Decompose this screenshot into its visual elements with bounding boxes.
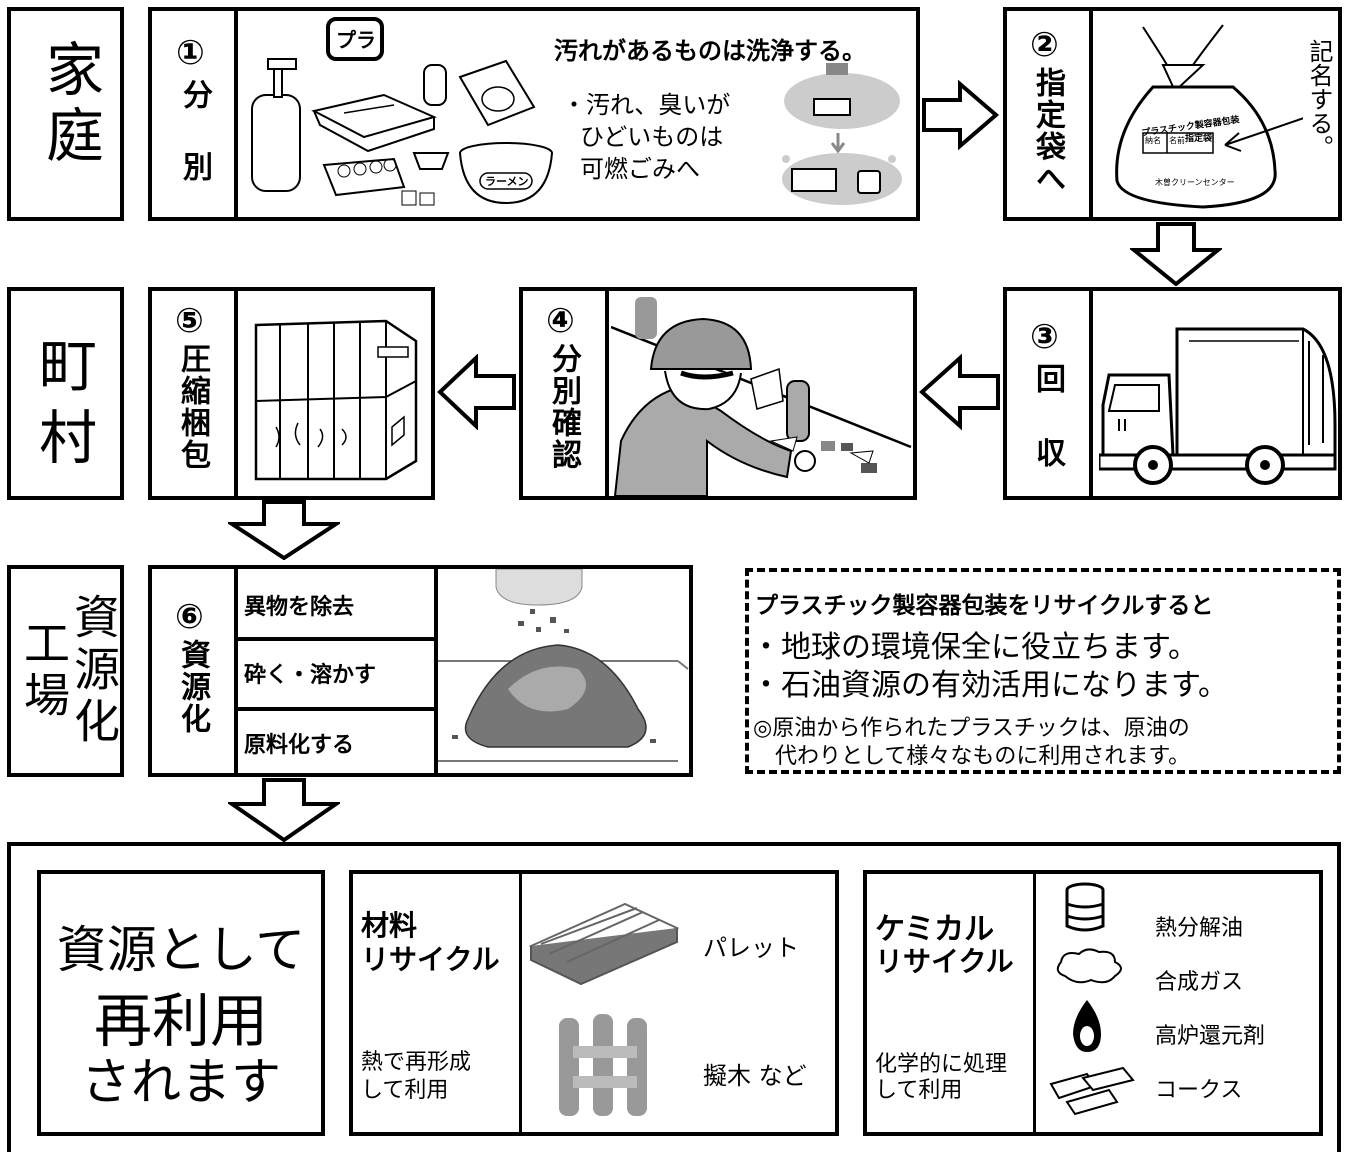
material-divider bbox=[519, 874, 522, 1132]
bag-field-1: 納名 bbox=[1145, 136, 1161, 145]
step4-label: 分別確認 bbox=[546, 343, 581, 471]
material-desc-2: して利用 bbox=[361, 1078, 449, 1103]
step1-heading: 汚れがあるものは洗浄する。 bbox=[554, 37, 866, 65]
chemical-title-1: ケミカル bbox=[875, 912, 995, 947]
material-desc-1: 熱で再形成 bbox=[361, 1050, 472, 1075]
step1-note-3: 可燃ごみへ bbox=[580, 155, 700, 183]
step2-panel: ② 指定袋へ 記名する。 プラスチック製容器包装 指定袋 納名 名前 木曽クリー… bbox=[1003, 7, 1342, 221]
arrow-left-2 bbox=[437, 354, 516, 430]
garbage-truck-icon bbox=[1099, 327, 1337, 485]
final-outer: 資源として 再利用 されます 材料 リサイクル 熱で再形成 して利用 パレット … bbox=[7, 842, 1341, 1152]
step1-label: 分別 bbox=[177, 79, 212, 223]
material-recycle-box: 材料 リサイクル 熱で再形成 して利用 パレット 擬木 など bbox=[349, 870, 839, 1136]
step5-label: 圧縮梱包 bbox=[175, 343, 210, 471]
info-box: プラスチック製容器包装をリサイクルすると ・地球の環境保全に役立ちます。 ・石油… bbox=[745, 568, 1341, 774]
step3-divider bbox=[1089, 291, 1093, 496]
pallet-icon bbox=[529, 902, 679, 986]
step2-callout: 記名する。 bbox=[1305, 39, 1333, 159]
process-remove-foreign: 異物を除去 bbox=[244, 595, 355, 620]
washing-illustration bbox=[782, 63, 902, 205]
chemical-item-gas: 合成ガス bbox=[1155, 970, 1244, 995]
plastic-items-illustration bbox=[251, 58, 553, 206]
imitation-wood-icon bbox=[559, 1014, 647, 1116]
blast-furnace-reductant-icon bbox=[1073, 1000, 1101, 1052]
chemical-desc-2: して利用 bbox=[875, 1078, 963, 1103]
stage-town: 町 村 bbox=[7, 287, 124, 500]
chemical-item-coke: コークス bbox=[1155, 1078, 1243, 1103]
stage-factory-left: 工場 bbox=[17, 619, 71, 723]
chemical-recycle-box: ケミカル リサイクル 化学的に処理 して利用 熱分解油 合成ガス 高炉還元剤 コ… bbox=[863, 870, 1323, 1136]
stage-home: 家庭 bbox=[7, 7, 124, 221]
step1-panel: ① 分別 汚れがあるものは洗浄する。 ・汚れ、臭いが ひどいものは 可燃ごみへ … bbox=[148, 7, 920, 223]
step4-divider bbox=[605, 291, 609, 496]
stage-town-char-1: 町 bbox=[39, 332, 98, 400]
chemical-divider bbox=[1033, 874, 1036, 1132]
step5-number: ⑤ bbox=[175, 301, 204, 341]
pla-recycle-mark-icon: プラ bbox=[326, 17, 384, 61]
step6-row-line-2 bbox=[238, 707, 434, 711]
bag-field-2: 名前 bbox=[1169, 136, 1185, 145]
arrow-down-3 bbox=[228, 778, 340, 842]
reuse-line-2: 再利用 bbox=[93, 987, 268, 1055]
step6-divider-2 bbox=[434, 569, 438, 773]
compressed-bale-icon bbox=[254, 319, 418, 481]
step6-divider bbox=[234, 569, 238, 773]
step4-number: ④ bbox=[546, 301, 575, 341]
sorting-worker-illustration bbox=[611, 297, 912, 496]
ramen-bowl-label: ラーメン bbox=[485, 175, 529, 188]
step6-row-line-1 bbox=[238, 637, 434, 641]
oil-drum-icon bbox=[1065, 882, 1105, 932]
material-item-pallet: パレット bbox=[703, 934, 799, 962]
info-note-2: 代わりとして様々なものに利用されます。 bbox=[775, 744, 1191, 769]
arrow-right-1 bbox=[922, 80, 1000, 150]
material-item-wood: 擬木 など bbox=[703, 1062, 807, 1090]
stage-home-label: 家庭 bbox=[36, 39, 104, 171]
arrow-down-1 bbox=[1130, 222, 1222, 286]
step2-label: 指定袋へ bbox=[1030, 67, 1065, 195]
step3-number: ③ bbox=[1030, 317, 1059, 357]
arrow-left-3 bbox=[919, 354, 1000, 430]
material-title-2: リサイクル bbox=[361, 943, 500, 976]
designated-bag-icon bbox=[1115, 24, 1303, 209]
info-point-2: ・石油資源の有効活用になります。 bbox=[751, 668, 1228, 703]
process-raw-material: 原料化する bbox=[244, 733, 355, 758]
gas-cloud-icon bbox=[1056, 948, 1122, 984]
bag-footer: 木曽クリーンセンター bbox=[1155, 178, 1235, 187]
chemical-item-reductant: 高炉還元剤 bbox=[1155, 1024, 1266, 1049]
step4-panel: ④ 分別確認 bbox=[519, 287, 917, 500]
reuse-line-3: されます bbox=[81, 1053, 281, 1111]
info-title: プラスチック製容器包装をリサイクルすると bbox=[755, 593, 1214, 619]
step2-number: ② bbox=[1030, 25, 1059, 65]
step3-label: 回収 bbox=[1030, 363, 1065, 511]
reuse-line-1: 資源として bbox=[56, 921, 306, 979]
coke-icon bbox=[1049, 1066, 1135, 1116]
stage-factory-right: 資源化 bbox=[67, 593, 121, 749]
crushed-plastic-illustration bbox=[438, 569, 689, 762]
chemical-item-oil: 熱分解油 bbox=[1155, 916, 1244, 941]
stage-factory: 資源化 工場 bbox=[7, 565, 124, 777]
step3-panel: ③ 回収 bbox=[1003, 287, 1342, 511]
chemical-title-2: リサイクル bbox=[875, 945, 1014, 978]
material-title-1: 材料 bbox=[361, 909, 418, 942]
info-point-1: ・地球の環境保全に役立ちます。 bbox=[751, 630, 1198, 665]
info-note-1: ◎原油から作られたプラスチックは、原油の bbox=[753, 716, 1190, 741]
step1-number: ① bbox=[176, 33, 205, 73]
step1-note-1: ・汚れ、臭いが bbox=[562, 91, 731, 119]
step6-number: ⑥ bbox=[175, 597, 204, 637]
bag-text-line2: 指定袋 bbox=[1185, 134, 1213, 144]
stage-town-char-2: 村 bbox=[39, 404, 98, 472]
arrow-down-2 bbox=[228, 500, 340, 560]
pla-mark-label: プラ bbox=[336, 28, 376, 52]
chemical-desc-1: 化学的に処理 bbox=[875, 1052, 1008, 1077]
step1-divider bbox=[234, 11, 238, 217]
reuse-box: 資源として 再利用 されます bbox=[37, 870, 325, 1136]
step5-panel: ⑤ 圧縮梱包 bbox=[148, 287, 435, 500]
step1-note-2: ひどいものは bbox=[580, 123, 724, 151]
step6-label: 資源化 bbox=[175, 639, 210, 735]
step2-divider bbox=[1089, 11, 1093, 217]
step6-panel: ⑥ 資源化 異物を除去 砕く・溶かす 原料化する bbox=[148, 565, 693, 777]
step5-divider bbox=[234, 291, 238, 496]
process-crush-melt: 砕く・溶かす bbox=[244, 663, 377, 688]
